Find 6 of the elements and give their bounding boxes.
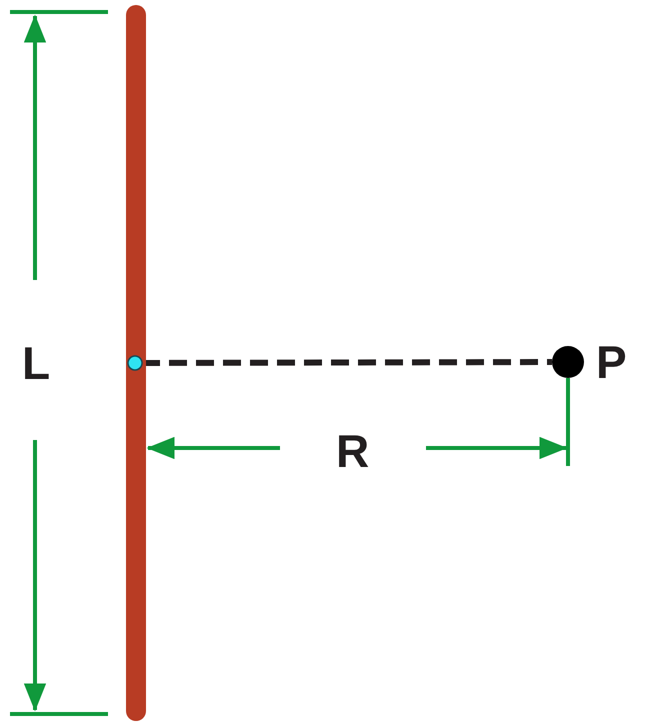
distance-label: R — [336, 428, 370, 474]
length-label: L — [22, 340, 50, 386]
point-dot — [127, 355, 143, 371]
point-label: P — [596, 339, 627, 385]
rod — [126, 5, 146, 721]
point-dot — [552, 346, 584, 378]
